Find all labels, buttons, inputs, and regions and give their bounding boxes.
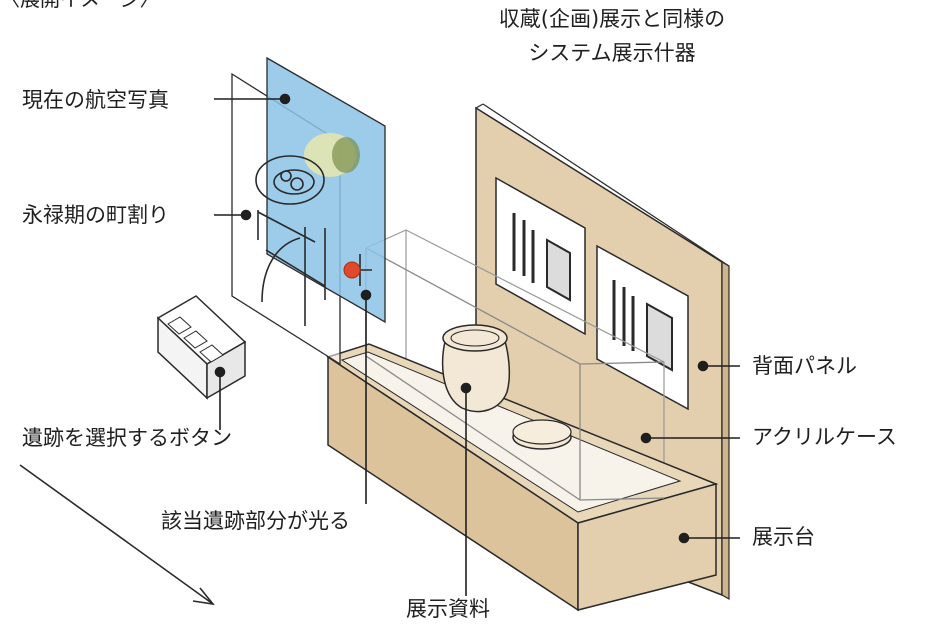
label-back-panel: 背面パネル — [752, 354, 857, 378]
panel-frame-right — [596, 244, 689, 411]
label-exhibit-materials: 展示資料 — [406, 597, 490, 621]
exhibit-jar — [441, 324, 511, 413]
acrylic-case-back — [365, 229, 665, 498]
label-eiroku-town: 永禄期の町割り — [22, 203, 169, 227]
label-site-lights: 該当遺跡部分が光る — [161, 509, 350, 533]
label-display-stand: 展示台 — [752, 525, 815, 549]
title-line-1: 収蔵(企画)展示と同様の — [498, 7, 726, 31]
heading-fragment: 〈展開イメージ〉 — [0, 0, 160, 12]
town-map-drawing — [255, 155, 372, 326]
site-highlight-dot — [343, 261, 361, 279]
label-aerial-photo: 現在の航空写真 — [22, 88, 169, 112]
panel-frame-left — [495, 176, 586, 336]
exhibit-plate — [512, 419, 572, 450]
label-acrylic-case: アクリルケース — [752, 425, 897, 449]
leader-lines — [214, 93, 740, 596]
site-select-button-box — [156, 295, 247, 400]
title-line-2: システム展示什器 — [528, 41, 696, 65]
direction-arrow — [19, 464, 215, 606]
label-select-button: 遺跡を選択するボタン — [22, 426, 232, 450]
